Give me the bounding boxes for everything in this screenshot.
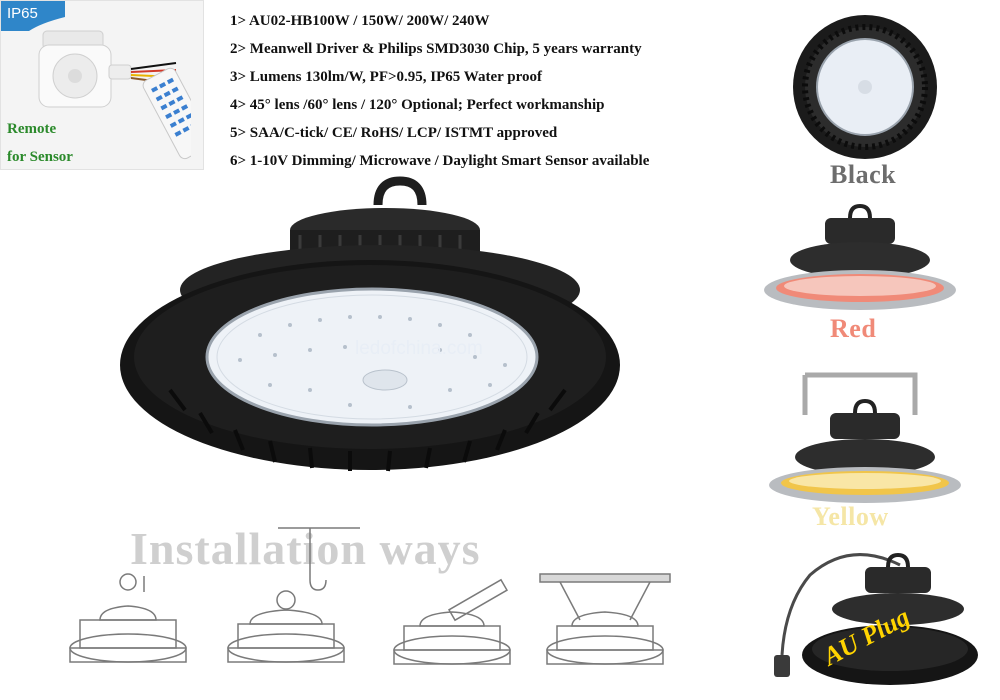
black-variant-image: [793, 15, 937, 159]
spec-item: 6> 1-10V Dimming/ Microwave / Daylight S…: [230, 153, 650, 169]
sensor-caption-line2: for Sensor: [7, 149, 73, 165]
sensor-caption-line1: Remote: [7, 121, 57, 137]
color-label-yellow: Yellow: [812, 502, 889, 531]
color-label-red: Red: [830, 314, 877, 343]
install-ceiling-wire-diagram: [539, 573, 671, 665]
spec-item: 1> AU02-HB100W / 150W/ 200W/ 240W: [230, 13, 490, 29]
watermark-text: ledofchina.com: [355, 338, 483, 359]
ip65-badge-text: IP65: [7, 5, 38, 22]
installation-diagrams: [69, 527, 671, 665]
spec-item: 5> SAA/C-tick/ CE/ RoHS/ LCP/ ISTMT appr…: [230, 125, 558, 141]
installation-title: Installation ways: [130, 523, 481, 574]
install-bracket-diagram: [393, 578, 511, 665]
yellow-variant-image: [769, 372, 961, 503]
spec-item: 4> 45° lens /60° lens / 120° Optional; P…: [230, 97, 605, 113]
sensor-panel: IP65 Remote for Sensor: [0, 0, 204, 170]
install-eye-bolt-diagram: [69, 573, 187, 663]
color-label-black: Black: [830, 160, 897, 189]
spec-list: 1> AU02-HB100W / 150W/ 200W/ 240W 2> Mea…: [230, 7, 649, 175]
spec-item: 2> Meanwell Driver & Philips SMD3030 Chi…: [230, 41, 642, 57]
install-chain-diagram: [227, 527, 360, 663]
microwave-sensor-image: [38, 30, 191, 160]
red-variant-image: [764, 203, 956, 310]
ufo-highbay-light-image: [120, 176, 620, 472]
au-plug-variant-image: [774, 552, 978, 685]
spec-item: 3> Lumens 130lm/W, PF>0.95, IP65 Water p…: [230, 69, 542, 85]
ip65-badge: [1, 1, 65, 31]
